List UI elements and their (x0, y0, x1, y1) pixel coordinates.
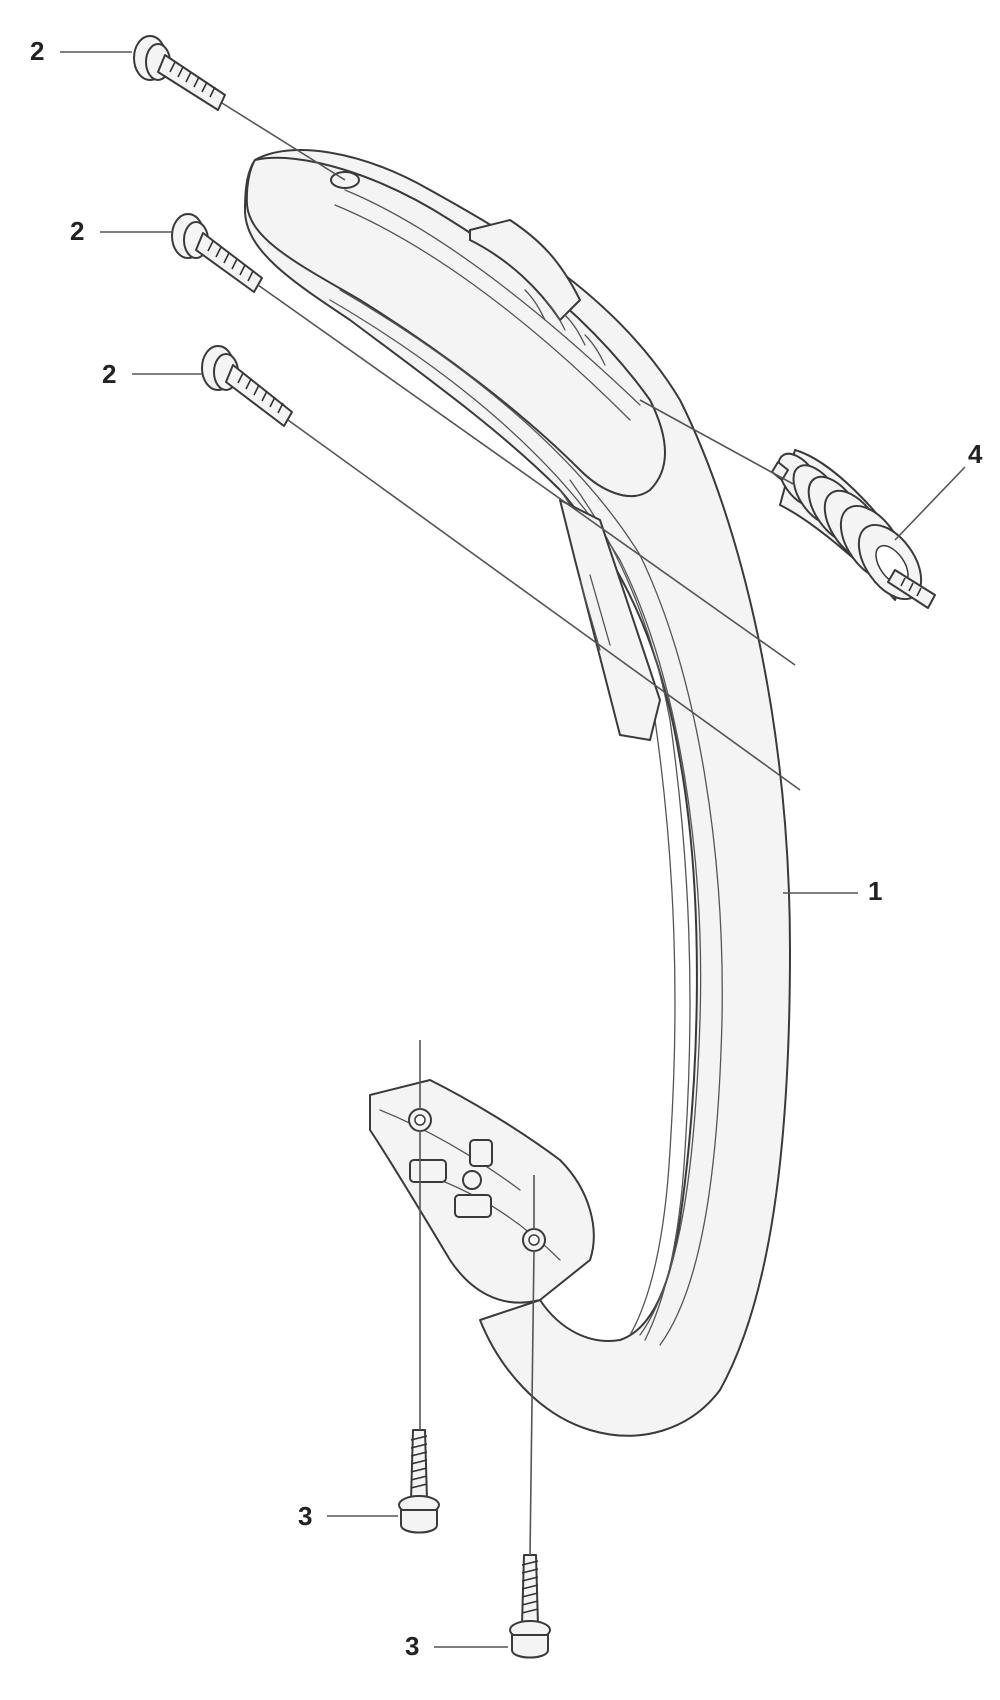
screw-part-2-middle (171, 213, 263, 293)
callout-label: 3 (298, 1501, 312, 1531)
callout-2-top: 2 (30, 36, 132, 66)
assembly-lines (221, 102, 801, 1556)
screw-part-2-lower (201, 345, 293, 427)
damper-spring-part (771, 449, 936, 609)
callout-2-lower: 2 (102, 359, 202, 389)
screw-part-3-left (398, 1429, 440, 1534)
callout-3-right: 3 (405, 1631, 508, 1661)
callout-label: 2 (102, 359, 116, 389)
callout-label: 2 (70, 216, 84, 246)
callout-label: 3 (405, 1631, 419, 1661)
callout-3-left: 3 (298, 1501, 398, 1531)
screw-part-3-right (509, 1554, 551, 1659)
callout-1: 1 (783, 876, 882, 906)
callout-label: 4 (968, 439, 983, 469)
callout-label: 1 (868, 876, 882, 906)
front-handle-part (244, 149, 791, 1437)
callout-4: 4 (894, 439, 983, 541)
callout-2-middle: 2 (70, 216, 172, 246)
callout-label: 2 (30, 36, 44, 66)
screw-part-2-top (133, 35, 226, 111)
